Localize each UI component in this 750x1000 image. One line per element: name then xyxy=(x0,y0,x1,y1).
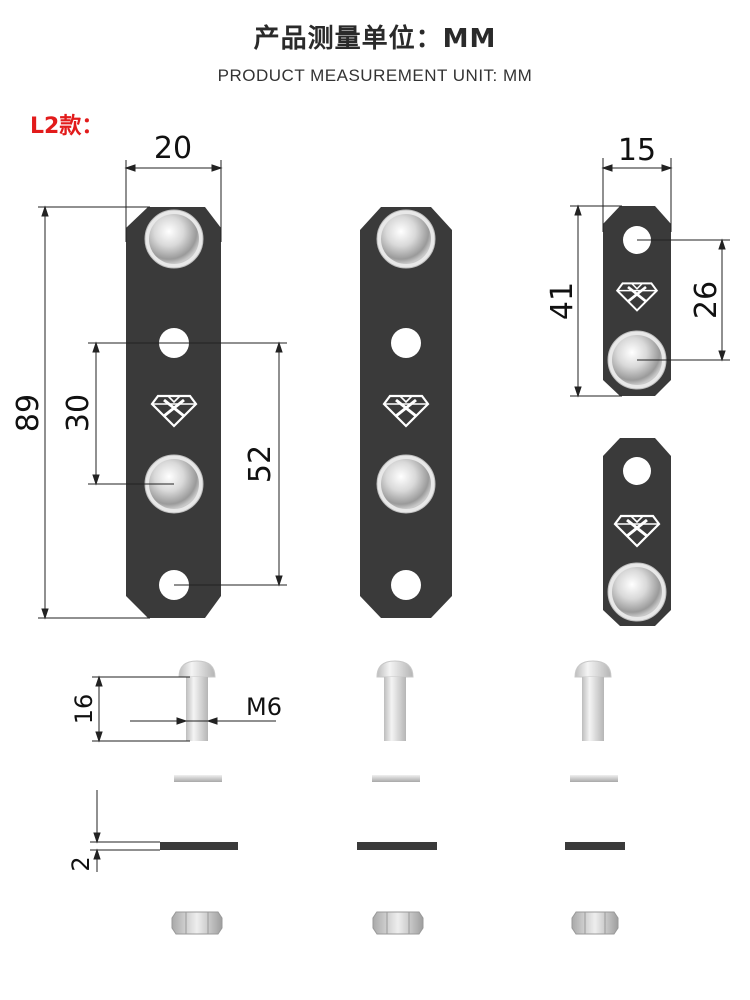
dimension-length-long xyxy=(38,205,150,620)
dimension-label-length-short: 41 xyxy=(545,282,580,320)
plate-side-view xyxy=(160,842,238,850)
dimension-width-short xyxy=(601,158,673,232)
plate-side-view xyxy=(565,842,625,850)
dimension-label-plate-thickness: 2 xyxy=(67,856,95,871)
dimension-label-length-long: 89 xyxy=(11,394,46,432)
dimension-width-long xyxy=(124,160,223,242)
dimension-label-hole-spacing-long: 52 xyxy=(243,445,278,483)
washer xyxy=(174,775,222,782)
short-plate xyxy=(603,438,671,626)
dimension-hole-spacing-short xyxy=(88,341,174,486)
plate-side-view xyxy=(357,842,437,850)
page-subtitle: PRODUCT MEASUREMENT UNIT: MM xyxy=(217,66,533,85)
bolt-dimensioned xyxy=(178,660,216,741)
washer xyxy=(372,775,420,782)
dimension-hole-spacing-long xyxy=(174,341,287,587)
short-plate-dimensioned xyxy=(603,206,671,396)
dimension-bolt-length xyxy=(92,675,276,743)
nut xyxy=(372,911,424,935)
page-title: 产品测量单位：MM xyxy=(253,24,497,54)
bolt xyxy=(574,660,612,741)
dimension-label-width-long: 20 xyxy=(154,131,192,166)
variant-label: L2款： xyxy=(30,114,104,139)
dimension-label-width-short: 15 xyxy=(618,133,656,168)
washer xyxy=(570,775,618,782)
nut xyxy=(571,911,619,935)
dimension-label-hole-spacing-short: 30 xyxy=(61,394,96,432)
long-plate-dimensioned xyxy=(126,207,221,618)
dimension-label-bolt-size: M6 xyxy=(246,693,282,721)
dimension-label-hole-spacing-small: 26 xyxy=(689,281,724,319)
long-plate xyxy=(360,207,452,618)
dimension-hole-spacing-small xyxy=(637,238,730,362)
dimension-plate-thickness xyxy=(90,790,160,872)
dimension-length-short xyxy=(570,204,622,398)
dimension-label-bolt-length: 16 xyxy=(70,694,98,725)
nut xyxy=(171,911,223,935)
bolt xyxy=(376,660,414,741)
